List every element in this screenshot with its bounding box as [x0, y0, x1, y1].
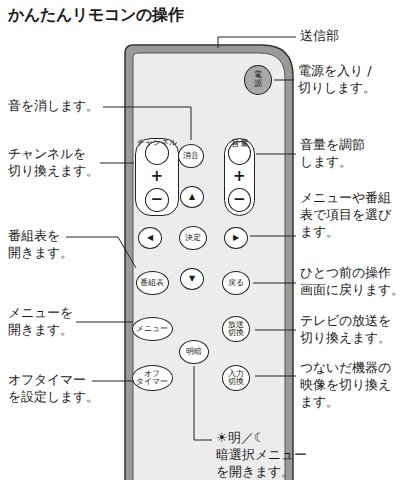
callout-label: メニューを 開きます。 [8, 305, 73, 339]
callout-label: 電源を入り /切りします。 [298, 63, 376, 97]
leader-line [256, 154, 296, 155]
button-label: − [150, 192, 163, 208]
left-button: ◀ [138, 227, 162, 249]
channel-down-button: − [145, 188, 169, 212]
button-label: ▶ [233, 234, 239, 242]
button-label: + [233, 169, 246, 185]
leader-lines [66, 37, 296, 440]
callout-label: つないだ機器の 映像を切り換え ます。 [300, 360, 391, 411]
button-label: 決定 [185, 234, 201, 242]
rocker-label: チャンネル [136, 139, 178, 147]
volume-rocker: + − 音量 [224, 138, 255, 216]
button-label: ▲ [189, 193, 195, 201]
menu-button: メニュー [132, 317, 173, 341]
remote-panel [133, 53, 285, 480]
leader-line [194, 366, 212, 440]
down-button: ▼ [180, 268, 204, 290]
title: かんたんリモコンの操作 [8, 5, 184, 26]
button-label: 明暗 [186, 348, 202, 356]
brightness-button: 明暗 [179, 340, 209, 364]
callout-label: テレビの放送を 切り換えます。 [300, 313, 391, 347]
leader-line [274, 80, 294, 81]
button-label: オフ タイマー [136, 370, 168, 386]
button-label: 入力 切換 [228, 370, 244, 387]
channel-rocker: + − チャンネル [135, 138, 179, 216]
callout-label: 音量を調節 します。 [300, 137, 365, 171]
callout-label: メニューや番組 表で項目を選び ます。 [300, 190, 391, 241]
button-label: 放送 切換 [228, 321, 244, 338]
leader-line [76, 322, 133, 323]
button-label: − [233, 192, 246, 208]
callout-label: 音を消します。 [8, 98, 99, 115]
callout-label: ひとつ前の操作 画面に戻ります。 [300, 265, 404, 299]
callout-label: 番組表を 開きます。 [8, 228, 73, 262]
right-button: ▶ [224, 227, 248, 249]
leader-line [103, 107, 191, 140]
program-guide-button: 番組表 [136, 271, 169, 295]
button-label: + [150, 169, 163, 185]
power-button: 電源 [244, 65, 272, 95]
leader-line [92, 381, 132, 382]
button-label: 番組表 [140, 279, 164, 287]
button-label: 戻る [228, 279, 244, 287]
callout-label: オフタイマー を設定します。 [8, 372, 99, 406]
leader-line [255, 376, 296, 377]
button-label: 電源 [254, 71, 262, 89]
enter-button: 決定 [179, 226, 207, 250]
leader-line [253, 283, 296, 284]
remote-housing [125, 45, 293, 480]
leader-line [66, 237, 136, 268]
volume-down-button: − [228, 188, 251, 212]
button-label: ◀ [147, 234, 153, 242]
input-switch-button: 入力 切換 [222, 365, 250, 391]
mute-button: 消音 [178, 144, 204, 168]
back-button: 戻る [222, 271, 250, 295]
button-label: ▼ [189, 275, 195, 283]
off-timer-button: オフ タイマー [132, 365, 173, 391]
leader-line [100, 163, 134, 164]
leader-line [250, 236, 296, 237]
button-label: メニュー [136, 325, 168, 333]
callout-label: 送信部 [300, 28, 339, 45]
leader-line [255, 330, 296, 331]
up-button: ▲ [180, 186, 204, 208]
button-label: 消音 [183, 152, 199, 160]
leader-line [218, 37, 296, 48]
callout-label: ☀明／☾暗選択メニュー を開きます。 [216, 430, 307, 480]
rocker-label: 音量 [225, 139, 254, 148]
broadcast-switch-button: 放送 切換 [222, 316, 250, 342]
callout-label: チャンネルを 切り換えます。 [8, 146, 99, 180]
